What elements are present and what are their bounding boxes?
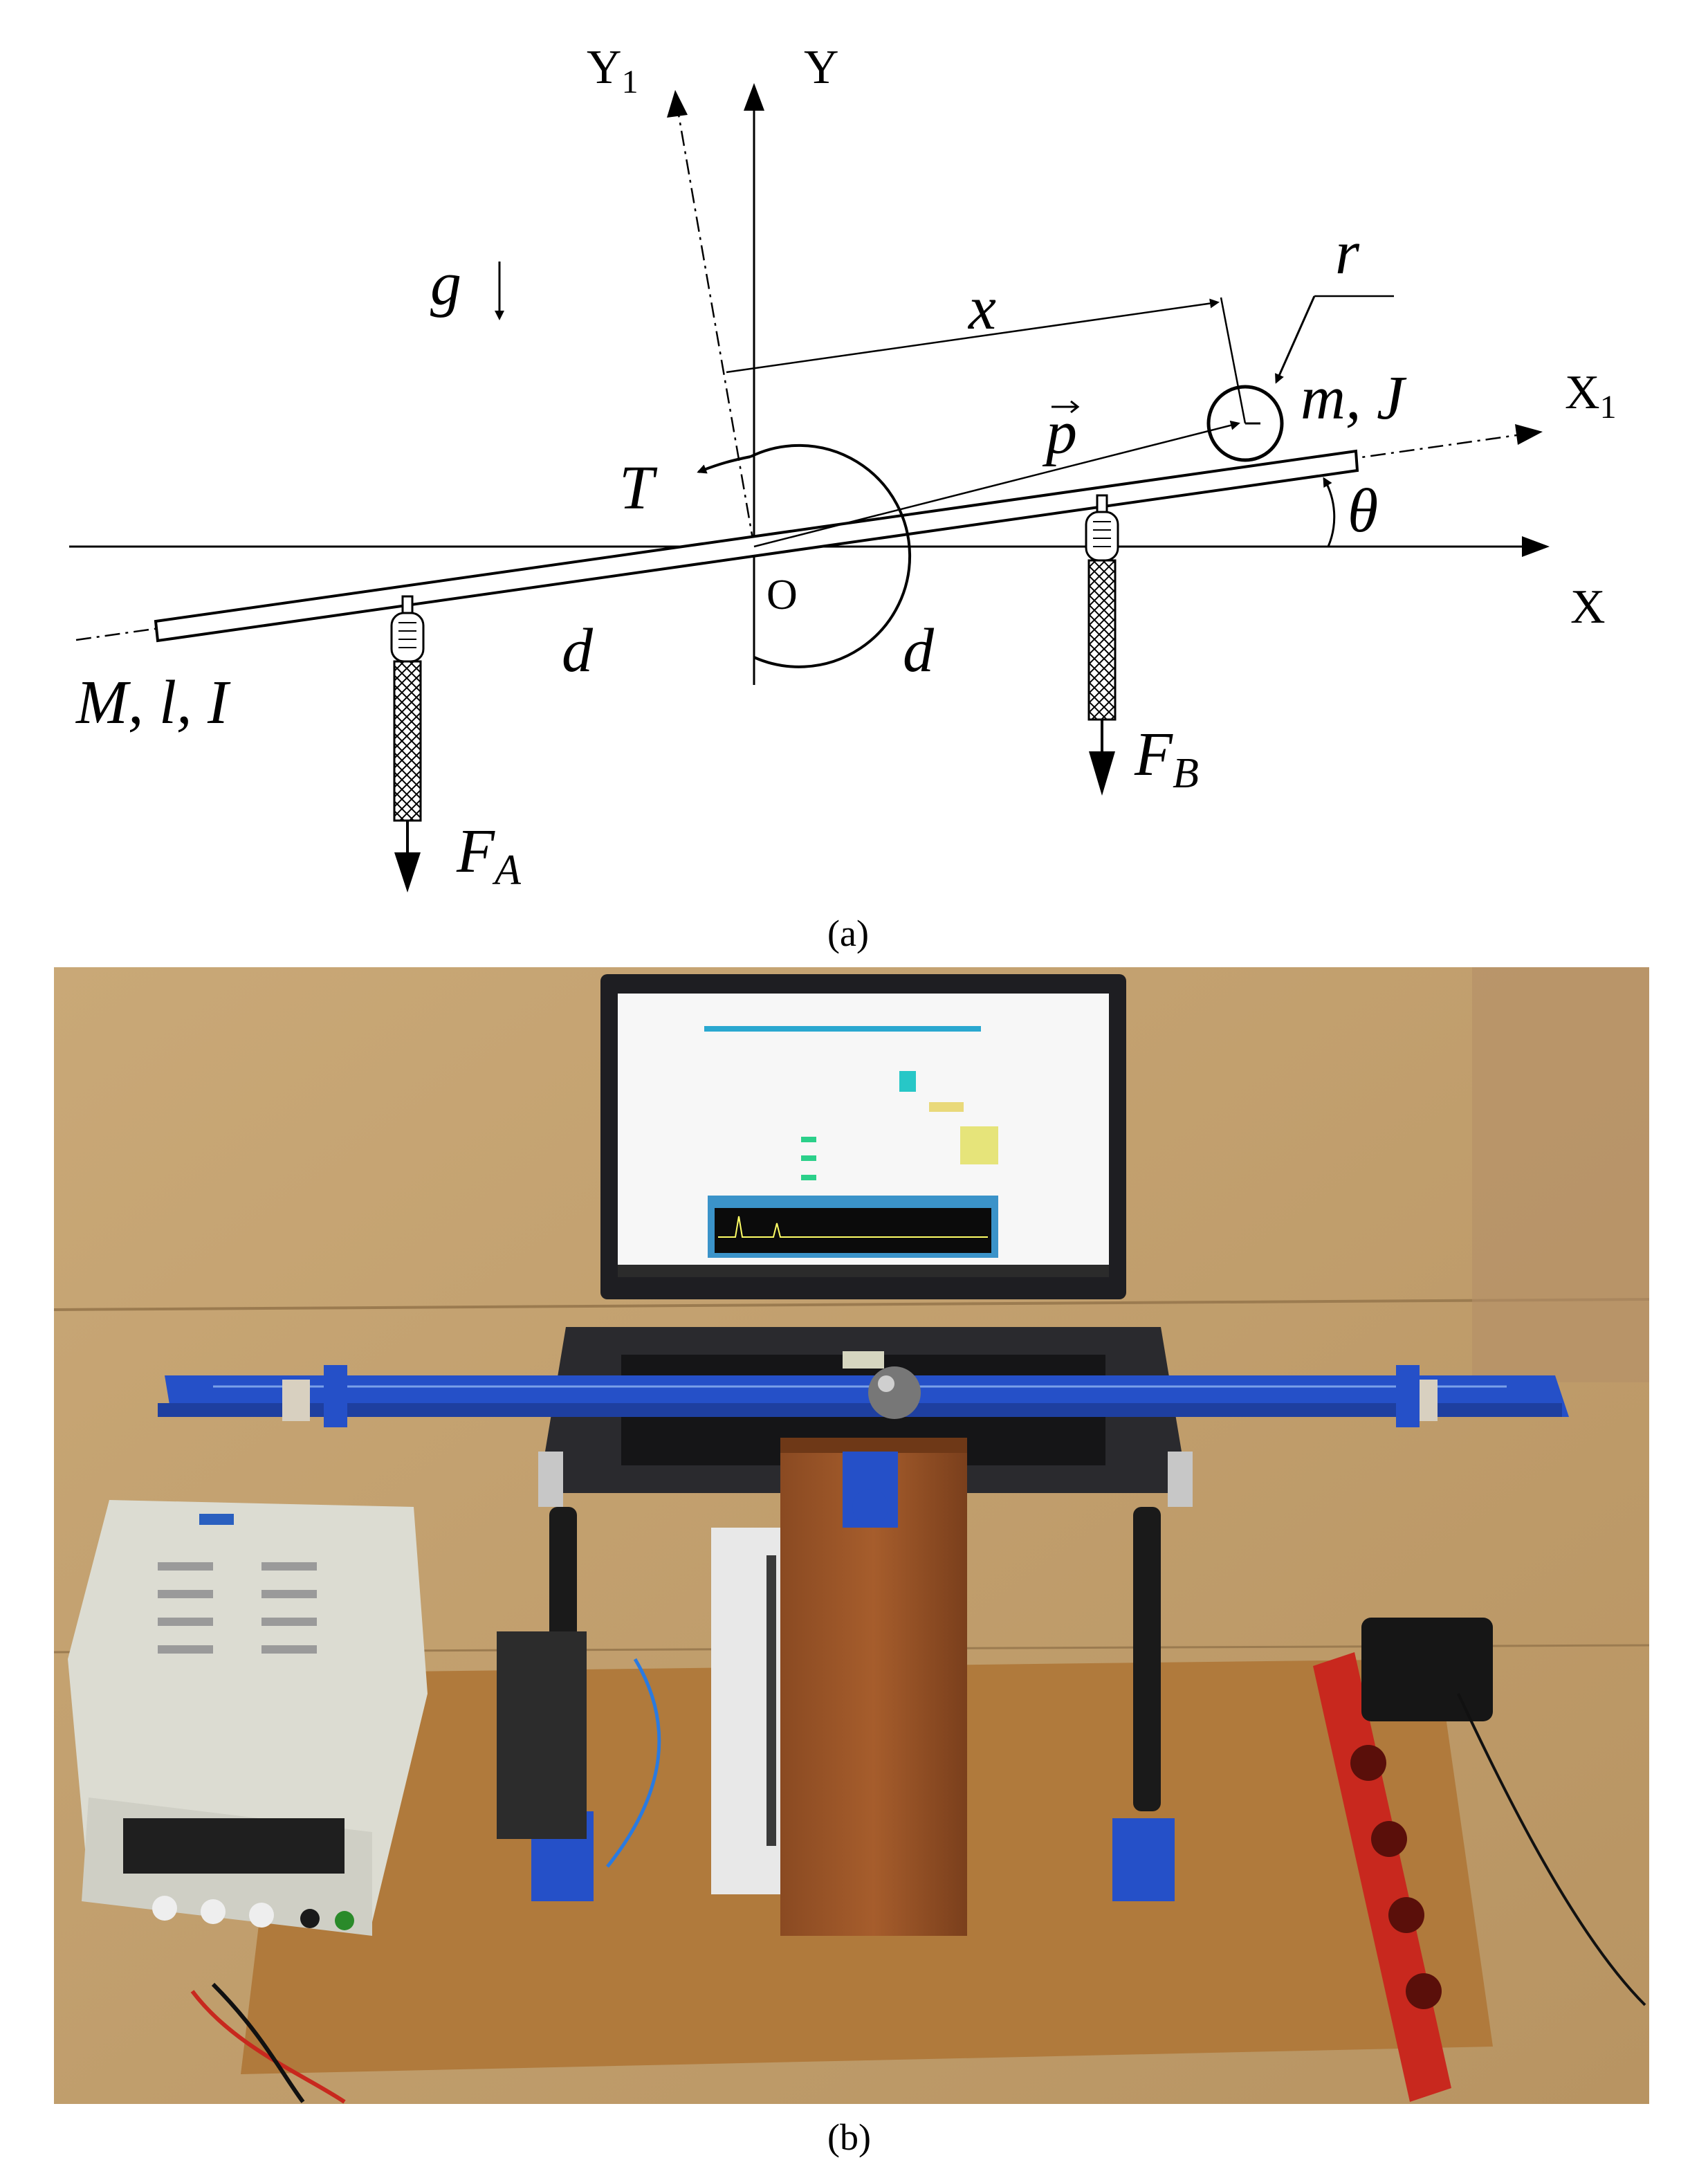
y1-axis-arrow <box>667 90 688 118</box>
ball-beam-schematic: Y1 Y X1 X O g r x p m, J T θ d d M, l, I… <box>69 41 1617 894</box>
x-axis-arrow <box>1522 536 1550 557</box>
distance-right-label: d <box>903 616 935 685</box>
ball-props-label: m, J <box>1301 364 1407 432</box>
y1-subscript: 1 <box>622 64 639 100</box>
y-axis-arrow <box>744 83 764 111</box>
x1-axis-arrow <box>1515 424 1543 445</box>
force-a-subscript: A <box>492 847 522 894</box>
power-strip <box>1313 1652 1451 2102</box>
photo-illustration <box>54 967 1649 2104</box>
x-dimension-line <box>726 298 1220 374</box>
x1-axis-label: X1 <box>1565 366 1617 425</box>
x-axis-label: X <box>1570 580 1606 634</box>
distance-left-label: d <box>562 616 594 685</box>
x-dimension-ext <box>1220 297 1247 424</box>
position-vector-label: p <box>1042 399 1077 467</box>
angle-label: θ <box>1348 477 1378 545</box>
force-a-label: FA <box>456 817 522 894</box>
force-b-subscript: B <box>1173 750 1199 797</box>
vector-hat <box>1052 400 1080 414</box>
valve-block <box>497 1631 587 1839</box>
ball-radius-label: r <box>1335 219 1360 287</box>
force-b-label: FB <box>1134 720 1199 797</box>
torque-arrow <box>697 455 751 474</box>
caption-a: (a) <box>827 913 869 954</box>
x1-subscript: 1 <box>1600 389 1617 425</box>
y1-axis <box>677 110 755 547</box>
r-leader <box>1275 295 1316 384</box>
power-supply <box>68 1500 428 1936</box>
theta-arc <box>1323 477 1336 547</box>
y1-axis-label: Y1 <box>587 41 639 100</box>
ball-position-label: x <box>967 274 996 342</box>
origin-label: O <box>766 571 798 619</box>
actuator-b <box>1085 494 1119 796</box>
steel-ball <box>868 1366 921 1419</box>
ac-adapter <box>1361 1618 1493 1721</box>
beam-props-label: M, l, I <box>75 668 231 737</box>
beam-photo <box>158 1365 1569 1427</box>
actuator-right-photo <box>1112 1452 1193 1901</box>
lab-setup-photo <box>54 967 1649 2104</box>
y-axis-label: Y <box>804 41 839 94</box>
gravity-label: g <box>430 250 461 318</box>
actuator-a <box>390 595 425 893</box>
torque-label: T <box>619 454 658 522</box>
caption-b: (b) <box>827 2116 871 2158</box>
torque-arc <box>750 443 912 668</box>
position-vector <box>753 420 1240 548</box>
